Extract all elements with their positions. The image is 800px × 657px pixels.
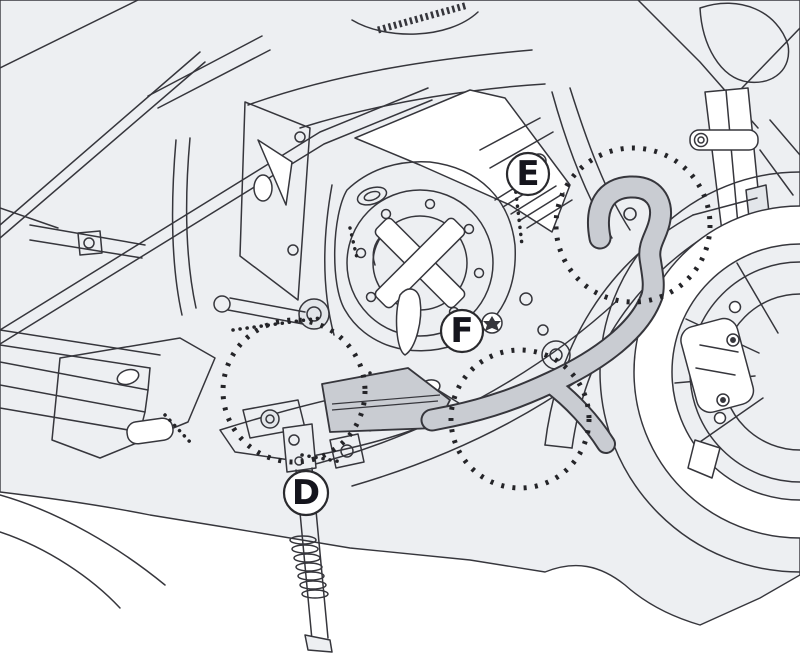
highlight-circle-side-stand xyxy=(220,317,368,465)
callout-F-letter: F xyxy=(450,311,473,351)
callout-D: D xyxy=(282,469,330,517)
front-wheel xyxy=(599,171,800,573)
callout-E-circle xyxy=(505,151,551,197)
highlight-circle-upper-mount xyxy=(553,145,713,305)
callout-D-circle xyxy=(282,469,330,517)
highlight-circle-lower-mount xyxy=(448,347,592,491)
callout-F-circle xyxy=(439,308,485,354)
callout-D-letter: D xyxy=(292,473,320,513)
guard-mount-hole xyxy=(623,207,637,221)
callout-E-letter: E xyxy=(516,154,539,194)
highlight-circles xyxy=(220,145,713,491)
callouts: D E F xyxy=(282,151,551,517)
callout-F: F xyxy=(439,308,485,354)
engine-guard-tube xyxy=(321,175,673,454)
side-stand-spring xyxy=(289,535,329,599)
callout-E: E xyxy=(505,151,551,197)
